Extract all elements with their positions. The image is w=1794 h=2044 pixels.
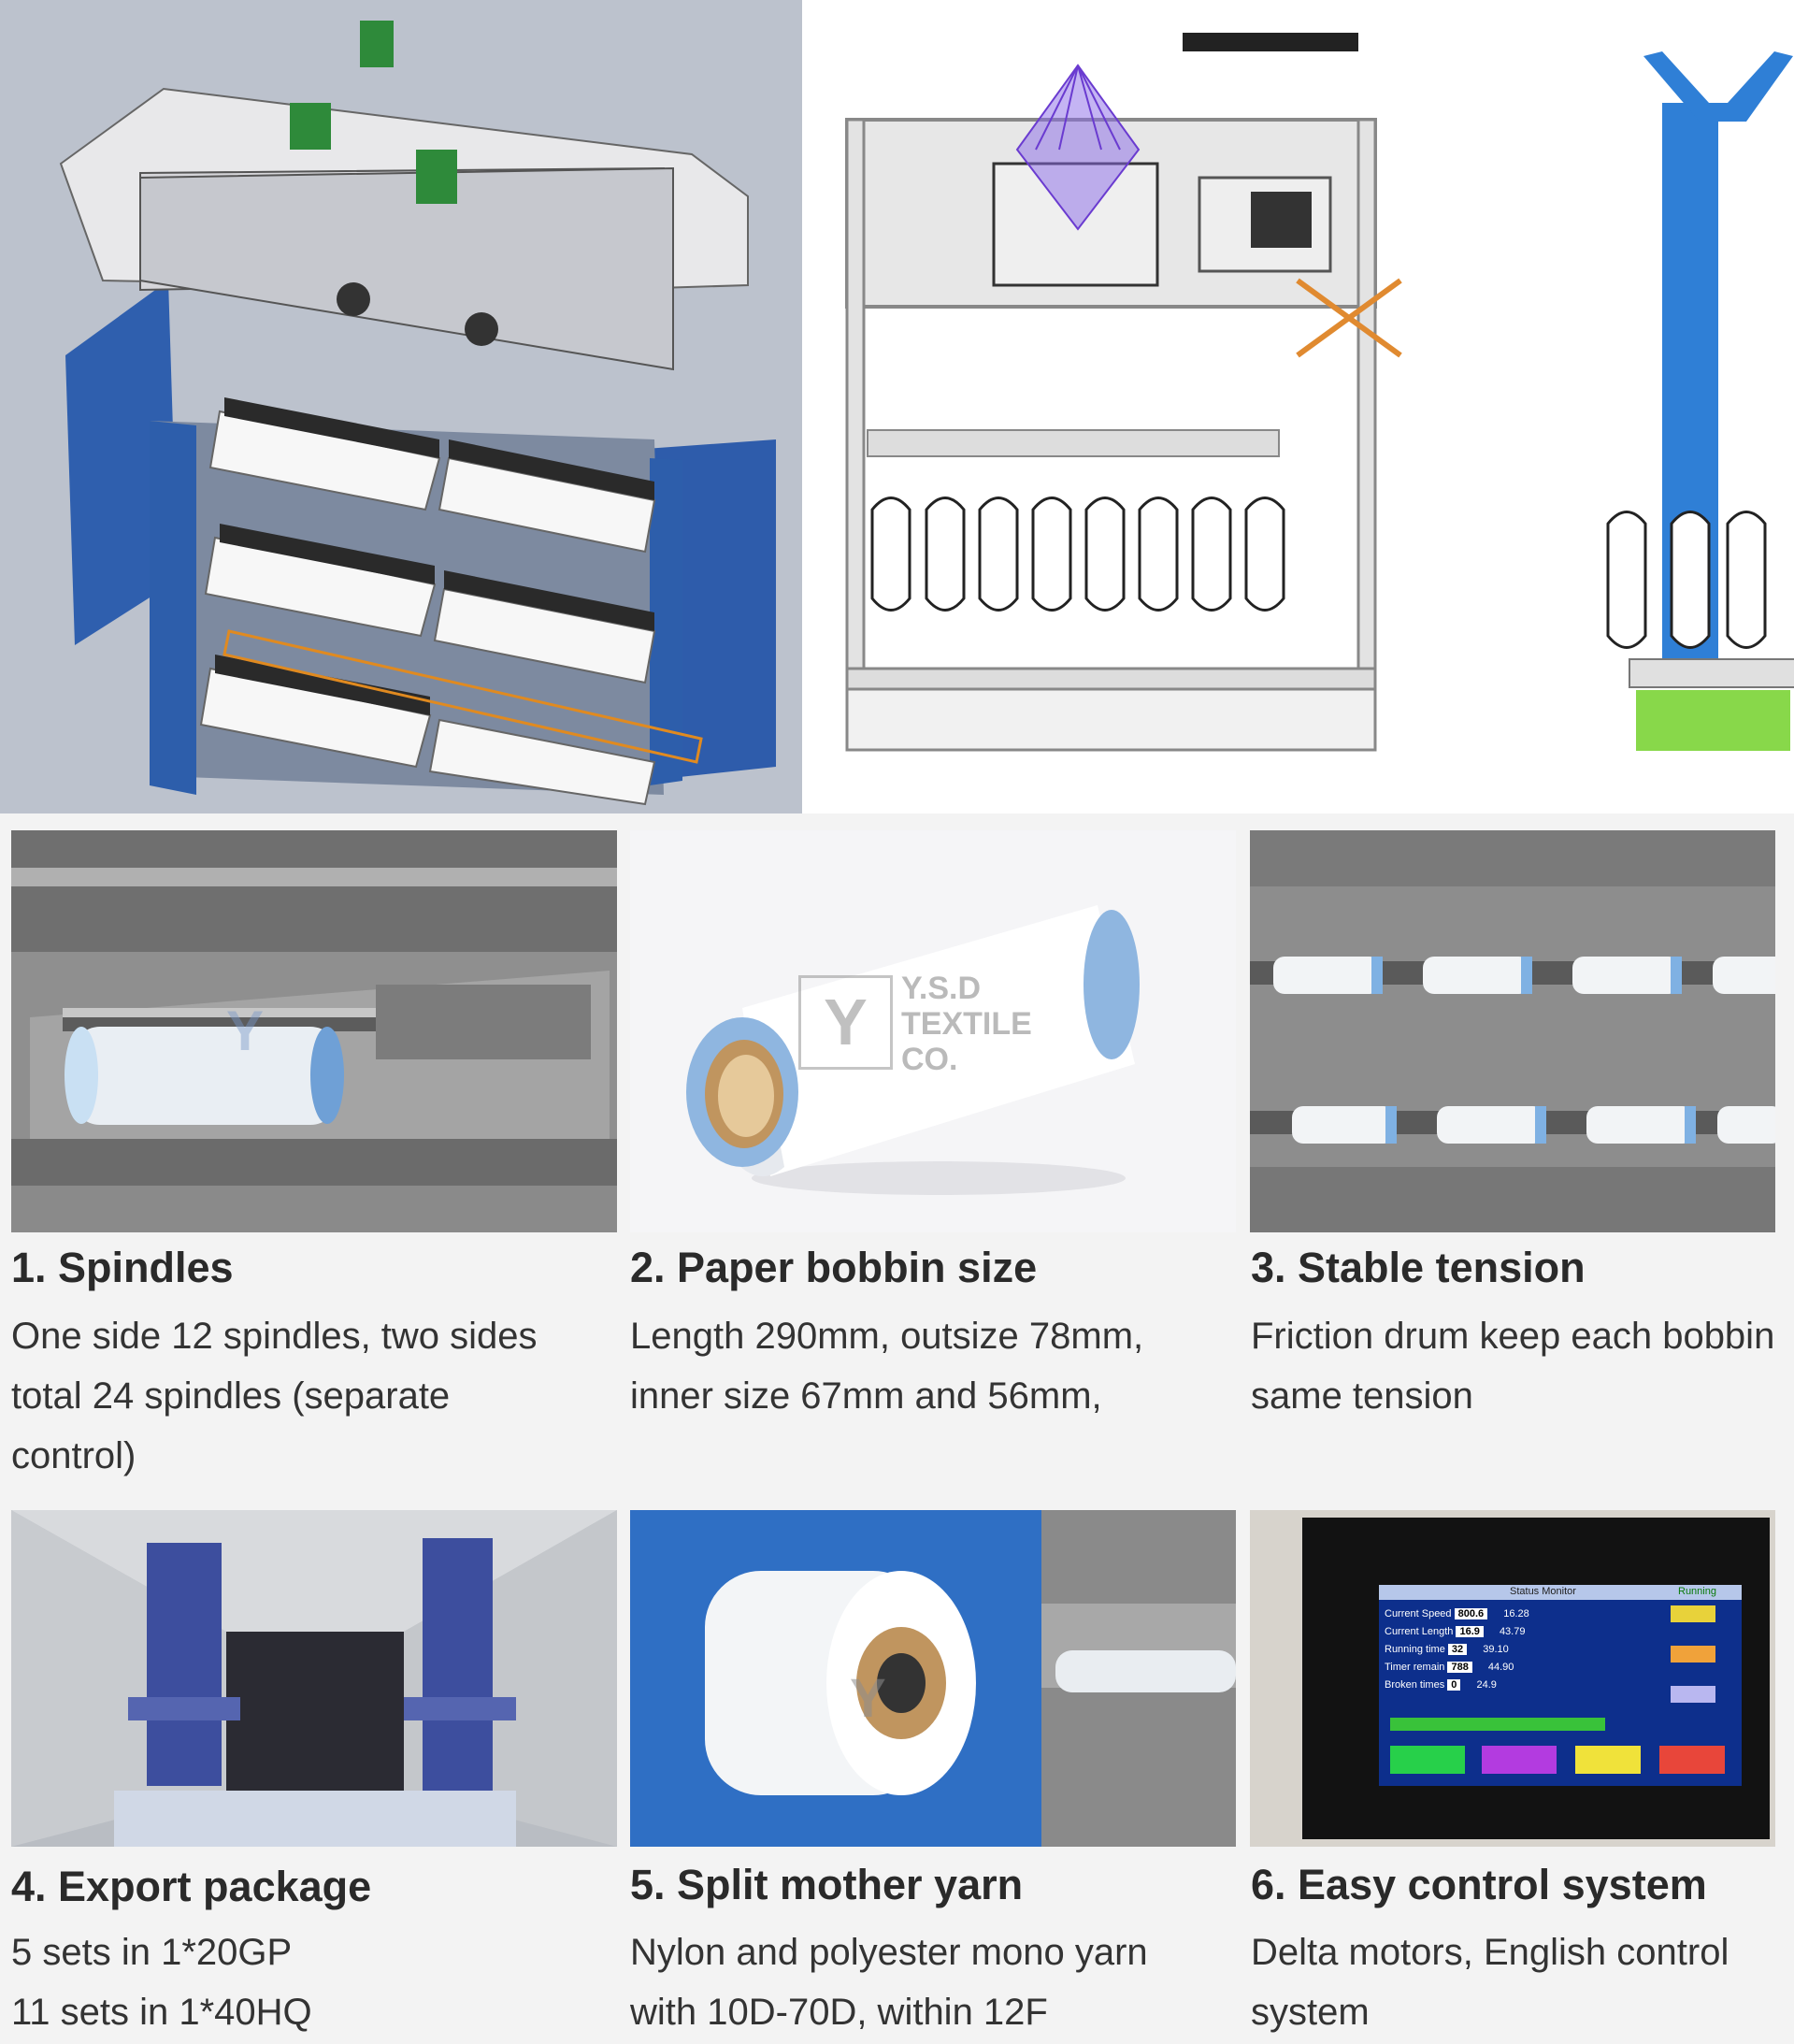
technical-drawing-image — [802, 0, 1794, 813]
screen-button-yellow[interactable] — [1575, 1746, 1641, 1774]
screen-header: Status Monitor — [1510, 1586, 1576, 1597]
caption-body-2: Length 290mm, outsize 78mm, inner size 6… — [630, 1316, 1144, 1417]
screen-button-green[interactable] — [1390, 1746, 1465, 1774]
caption-title-4: 4. Export package — [11, 1863, 372, 1910]
watermark-letter: Y — [226, 1000, 265, 1062]
mother-yarn-photo: Y — [630, 1510, 1236, 1847]
caption-body-6: Delta motors, English control system — [1251, 1932, 1729, 2033]
caption-title-5: 5. Split mother yarn — [630, 1861, 1024, 1908]
export-package-photo — [11, 1510, 617, 1847]
watermark-letter-2: Y — [850, 1668, 886, 1729]
screen-rows: Current Speed 800.6 16.28 Current Length… — [1385, 1608, 1529, 1691]
screen-status: Running — [1678, 1586, 1716, 1597]
paper-bobbin-photo: Y Y.S.D TEXTILE CO. — [630, 830, 1236, 1232]
caption-body-5: Nylon and polyester mono yarn with 10D-7… — [630, 1932, 1148, 2033]
screen-header-bar: Status Monitor Running — [1379, 1585, 1742, 1600]
screen-side-button-1[interactable] — [1671, 1605, 1715, 1622]
screen-button-red[interactable] — [1659, 1746, 1725, 1774]
control-system-photo: Status Monitor Running Current Speed 800… — [1250, 1510, 1775, 1847]
watermark-text: Y.S.D TEXTILE CO. — [901, 971, 1032, 1077]
caption-title-3: 3. Stable tension — [1251, 1244, 1586, 1291]
screen-button-purple[interactable] — [1482, 1746, 1557, 1774]
caption-body-3: Friction drum keep each bobbin same tens… — [1251, 1316, 1775, 1417]
screen-side-button-3[interactable] — [1671, 1686, 1715, 1703]
screen-side-button-2[interactable] — [1671, 1646, 1715, 1663]
touch-screen: Status Monitor Running Current Speed 800… — [1379, 1585, 1742, 1786]
stable-tension-photo — [1250, 830, 1775, 1232]
caption-title-1: 1. Spindles — [11, 1244, 234, 1291]
watermark-logo: Y — [798, 975, 893, 1070]
spindles-photo: Y — [11, 830, 617, 1232]
screen-progress-bar — [1390, 1718, 1605, 1731]
cad-render-image — [0, 0, 802, 813]
caption-body-1: One side 12 spindles, two sides total 24… — [11, 1316, 538, 1476]
caption-title-2: 2. Paper bobbin size — [630, 1244, 1038, 1291]
caption-body-4: 5 sets in 1*20GP 11 sets in 1*40HQ — [11, 1932, 312, 2033]
caption-title-6: 6. Easy control system — [1251, 1861, 1707, 1908]
